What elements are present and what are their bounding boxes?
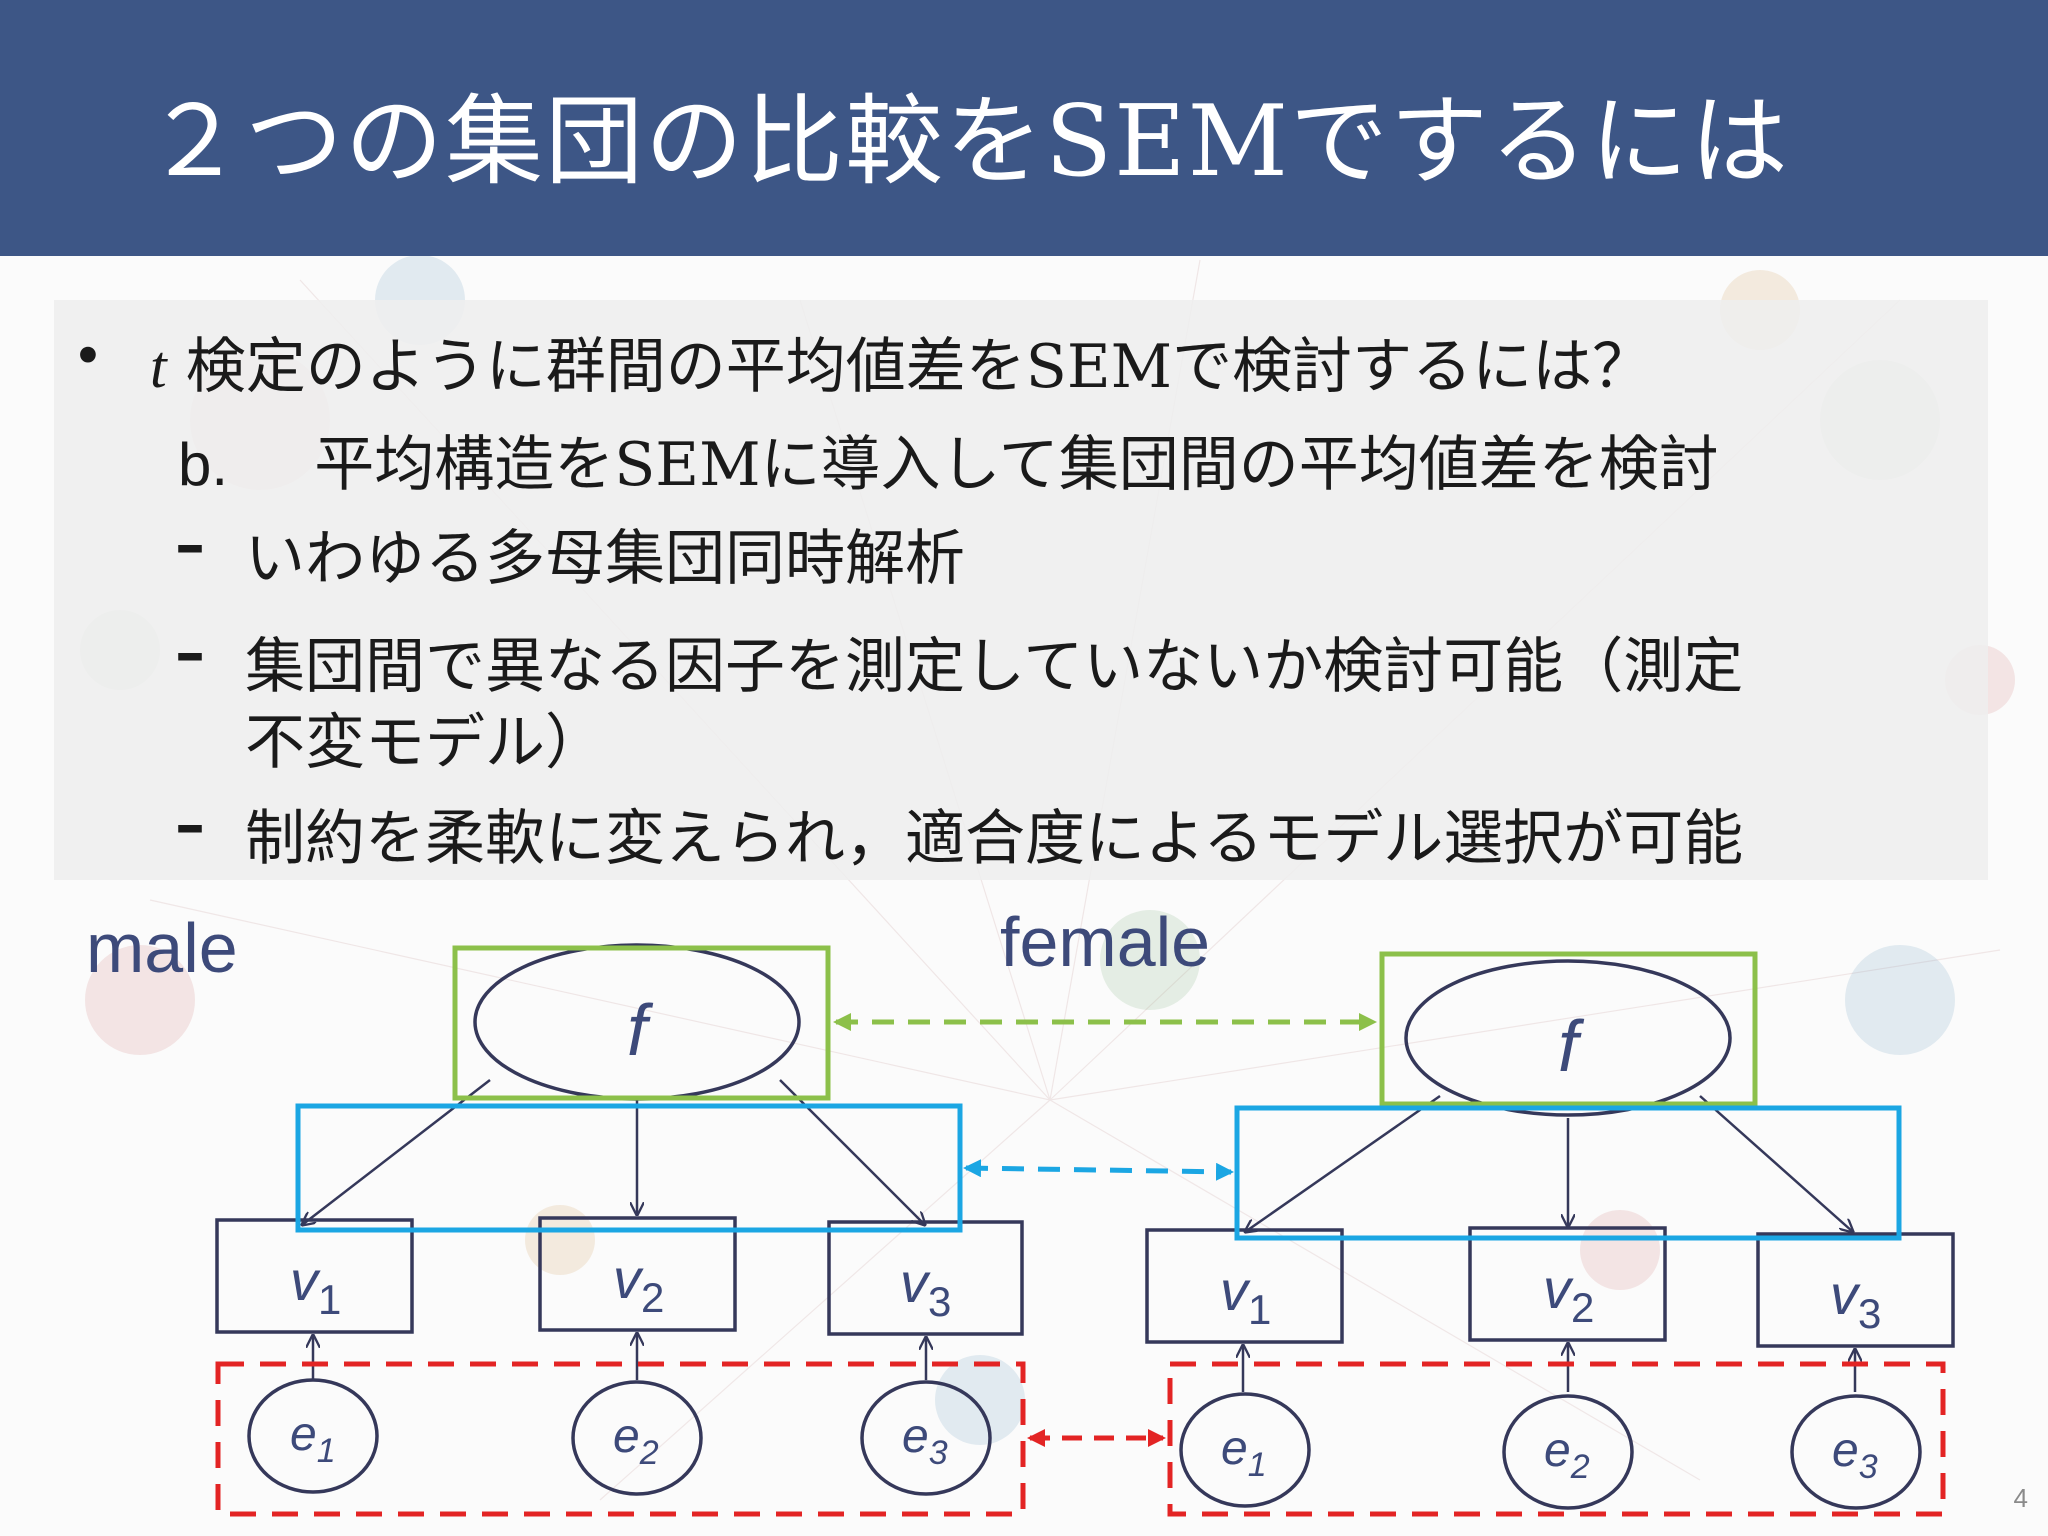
slide-title: ２つの集団の比較をSEMでするには bbox=[145, 85, 1791, 199]
observed-variable-box bbox=[827, 1220, 1024, 1336]
dash-item-1: いわゆる多母集団同時解析 bbox=[245, 524, 965, 594]
factor-label: f bbox=[627, 991, 654, 1071]
dash-marker: – bbox=[175, 790, 205, 860]
bullet-item-1: t 検定のように群間の平均値差をSEMで検討するには？ bbox=[150, 318, 1652, 405]
error-label: e1 bbox=[290, 1408, 336, 1470]
error-circle bbox=[247, 1378, 379, 1494]
observed-variable-label: v3 bbox=[1830, 1263, 1881, 1337]
loading-constraint-box bbox=[1234, 1105, 1902, 1241]
error-label: e2 bbox=[613, 1410, 659, 1472]
dash-marker: – bbox=[175, 618, 205, 688]
error-circle bbox=[860, 1380, 992, 1496]
observed-variable-label: v2 bbox=[1543, 1257, 1594, 1331]
bullet-text: 検定のように群間の平均値差をSEMで検討するには？ bbox=[185, 332, 1653, 402]
error-constraint-box bbox=[1167, 1361, 1946, 1517]
error-label: e3 bbox=[1832, 1424, 1878, 1486]
observed-variable-box bbox=[1468, 1226, 1667, 1342]
title-bar: ２つの集団の比較をSEMでするには bbox=[0, 0, 2048, 256]
dash-item-2-line2: 不変モデル） bbox=[245, 708, 605, 778]
group-label-female: female bbox=[1000, 903, 1211, 981]
page-number: 4 bbox=[2013, 1483, 2028, 1513]
loading-equality-arrow bbox=[963, 1159, 1234, 1181]
error-label: e3 bbox=[902, 1410, 948, 1472]
error-circle bbox=[1790, 1394, 1922, 1510]
factor-mean-constraint-box bbox=[452, 945, 831, 1101]
observed-variable-label: v3 bbox=[900, 1251, 951, 1325]
loading-arrow bbox=[302, 1079, 491, 1225]
observed-variable-label: v1 bbox=[1220, 1259, 1271, 1333]
dash-item-3: 制約を柔軟に変えられ，適合度によるモデル選択が可能 bbox=[245, 804, 1744, 874]
factor-ellipse bbox=[1404, 959, 1732, 1117]
group-male: f v1 v2 v3 e1 e2 e3 bbox=[215, 943, 1024, 1496]
dash-marker: – bbox=[175, 510, 205, 580]
bullet-dot: • bbox=[72, 325, 104, 388]
factor-mean-constraint-box bbox=[1379, 951, 1758, 1107]
observed-variable-label: v1 bbox=[290, 1249, 341, 1323]
loading-constraint-box bbox=[295, 1103, 963, 1233]
bullet-variable-t: t bbox=[150, 334, 167, 400]
observed-variable-box bbox=[215, 1218, 414, 1334]
sub-item-text: 平均構造をSEMに導入して集団間の平均値差を検討 bbox=[314, 430, 1719, 500]
error-circle bbox=[1179, 1392, 1311, 1508]
loading-arrow bbox=[1699, 1095, 1853, 1232]
error-circle bbox=[571, 1380, 703, 1496]
observed-variable-box bbox=[538, 1216, 737, 1332]
group-female: f v1 v2 v3 e1 e2 e3 bbox=[1145, 959, 1955, 1510]
error-constraint-box bbox=[215, 1361, 1026, 1517]
error-circle bbox=[1502, 1394, 1634, 1510]
observed-variable-box bbox=[1756, 1232, 1955, 1348]
error-label: e2 bbox=[1544, 1424, 1590, 1486]
dash-item-2-line1: 集団間で異なる因子を測定していないか検討可能（測定 bbox=[245, 632, 1744, 702]
sub-item-marker: b. bbox=[178, 431, 229, 498]
factor-label: f bbox=[1558, 1007, 1585, 1087]
loading-arrow bbox=[779, 1079, 925, 1225]
group-label-male: male bbox=[86, 909, 238, 987]
observed-variable-label: v2 bbox=[613, 1247, 664, 1321]
observed-variable-box bbox=[1145, 1228, 1344, 1344]
loading-arrow bbox=[1245, 1094, 1441, 1232]
sub-item-b: b. 平均構造をSEMに導入して集団間の平均値差を検討 bbox=[178, 416, 1719, 503]
error-label: e1 bbox=[1221, 1422, 1267, 1484]
content-box bbox=[54, 300, 1988, 880]
